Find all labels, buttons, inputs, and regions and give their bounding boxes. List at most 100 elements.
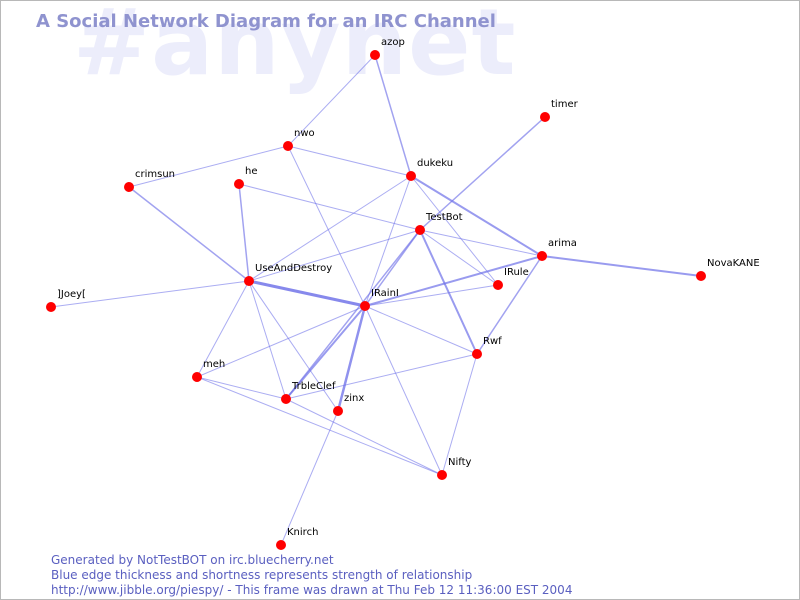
edge-layer bbox=[50, 54, 702, 546]
node-TrbleClef: TrbleClef bbox=[281, 381, 336, 404]
edge-timer-TestBot bbox=[419, 116, 546, 231]
node-NovaKANE: NovaKANE bbox=[696, 258, 760, 281]
node-dot bbox=[537, 251, 547, 261]
edge-dukeku-IRainI bbox=[364, 175, 412, 307]
node-dukeku: dukeku bbox=[406, 158, 453, 181]
edge-TestBot-IRule bbox=[419, 229, 499, 286]
node-JoeyJ: ]Joey[ bbox=[46, 289, 86, 312]
edge-azop-nwo bbox=[287, 54, 376, 147]
node-dot bbox=[493, 280, 503, 290]
edge-IRainI-TrbleClef bbox=[285, 305, 366, 400]
node-dot bbox=[244, 276, 254, 286]
node-meh: meh bbox=[192, 359, 225, 382]
node-Nifty: Nifty bbox=[437, 457, 472, 480]
node-Rwf: Rwf bbox=[472, 336, 502, 359]
edge-meh-Nifty bbox=[196, 376, 443, 476]
node-arima: arima bbox=[537, 238, 577, 261]
edge-azop-dukeku bbox=[374, 54, 412, 177]
edge-dukeku-UseAndDestroy bbox=[248, 175, 412, 282]
node-dot bbox=[46, 302, 56, 312]
node-label: Rwf bbox=[483, 336, 502, 347]
node-label: IRule bbox=[504, 267, 529, 278]
node-label: ]Joey[ bbox=[57, 289, 86, 300]
footer-source-timestamp: http://www.jibble.org/piespy/ - This fra… bbox=[51, 583, 573, 597]
edge-UseAndDestroy-zinx bbox=[248, 280, 339, 412]
node-dot bbox=[234, 179, 244, 189]
edge-dukeku-IRule bbox=[410, 175, 499, 286]
node-label: meh bbox=[203, 359, 225, 370]
edge-TrbleClef-Nifty bbox=[285, 398, 443, 476]
node-dot bbox=[472, 349, 482, 359]
node-IRainI: IRainI bbox=[360, 288, 399, 311]
edge-Rwf-Nifty bbox=[441, 353, 478, 476]
edge-nwo-crimsun bbox=[128, 145, 289, 188]
node-timer: timer bbox=[540, 99, 579, 122]
node-dot bbox=[283, 141, 293, 151]
edge-IRainI-Rwf bbox=[364, 305, 478, 355]
node-label: arima bbox=[548, 238, 577, 249]
edge-Rwf-TrbleClef bbox=[285, 353, 478, 400]
diagram-title: A Social Network Diagram for an IRC Chan… bbox=[36, 11, 496, 32]
edge-IRainI-IRule bbox=[364, 284, 499, 307]
node-label: UseAndDestroy bbox=[255, 263, 332, 274]
node-label: crimsun bbox=[135, 169, 175, 180]
node-label: Nifty bbox=[448, 457, 472, 468]
node-label: TestBot bbox=[425, 212, 463, 223]
node-IRule: IRule bbox=[493, 267, 529, 290]
node-label: azop bbox=[381, 37, 405, 48]
node-label: Knirch bbox=[287, 527, 318, 538]
node-dot bbox=[124, 182, 134, 192]
node-dot bbox=[370, 50, 380, 60]
node-label: NovaKANE bbox=[707, 258, 760, 269]
edge-IRainI-meh bbox=[196, 305, 366, 378]
edge-zinx-Knirch bbox=[280, 410, 339, 546]
edge-UseAndDestroy-TrbleClef bbox=[248, 280, 287, 400]
node-label: dukeku bbox=[417, 158, 453, 169]
node-dot bbox=[437, 470, 447, 480]
footer-edge-legend: Blue edge thickness and shortness repres… bbox=[51, 568, 473, 582]
node-dot bbox=[360, 301, 370, 311]
edge-TestBot-UseAndDestroy bbox=[248, 229, 421, 282]
node-crimsun: crimsun bbox=[124, 169, 175, 192]
node-nwo: nwo bbox=[283, 128, 315, 151]
edge-crimsun-UseAndDestroy bbox=[128, 186, 250, 282]
node-label: nwo bbox=[294, 128, 315, 139]
edge-nwo-IRainI bbox=[287, 145, 366, 307]
edge-arima-NovaKANE bbox=[541, 255, 702, 277]
edge-he-TestBot bbox=[238, 183, 421, 231]
edge-IRainI-zinx bbox=[336, 304, 367, 413]
footer: Generated by NotTestBOT on irc.bluecherr… bbox=[51, 553, 572, 598]
edge-UseAndDestroy-JoeyJ bbox=[50, 280, 250, 308]
edge-UseAndDestroy-IRainI bbox=[247, 279, 367, 308]
footer-generated-by: Generated by NotTestBOT on irc.bluecherr… bbox=[51, 553, 334, 567]
node-dot bbox=[406, 171, 416, 181]
node-Knirch: Knirch bbox=[276, 527, 318, 550]
edge-arima-Rwf bbox=[476, 255, 543, 355]
node-dot bbox=[696, 271, 706, 281]
edge-IRainI-Nifty bbox=[364, 305, 443, 476]
node-dot bbox=[192, 372, 202, 382]
node-dot bbox=[415, 225, 425, 235]
channel-watermark: #anynet bbox=[73, 0, 517, 96]
edge-arima-IRainI bbox=[364, 255, 543, 307]
edge-TestBot-arima bbox=[419, 229, 543, 257]
node-dot bbox=[276, 540, 286, 550]
node-label: IRainI bbox=[371, 288, 399, 299]
node-azop: azop bbox=[370, 37, 405, 60]
edge-UseAndDestroy-meh bbox=[196, 280, 250, 378]
node-dot bbox=[333, 406, 343, 416]
edge-nwo-dukeku bbox=[287, 145, 412, 177]
node-label: zinx bbox=[344, 393, 364, 404]
node-TestBot: TestBot bbox=[415, 212, 463, 235]
edge-meh-TrbleClef bbox=[196, 376, 287, 400]
node-UseAndDestroy: UseAndDestroy bbox=[244, 263, 332, 286]
node-dot bbox=[281, 394, 291, 404]
node-label: timer bbox=[551, 99, 579, 110]
node-dot bbox=[540, 112, 550, 122]
edge-TestBot-TrbleClef bbox=[285, 229, 421, 400]
edge-TestBot-Rwf bbox=[419, 229, 478, 355]
node-zinx: zinx bbox=[333, 393, 364, 416]
